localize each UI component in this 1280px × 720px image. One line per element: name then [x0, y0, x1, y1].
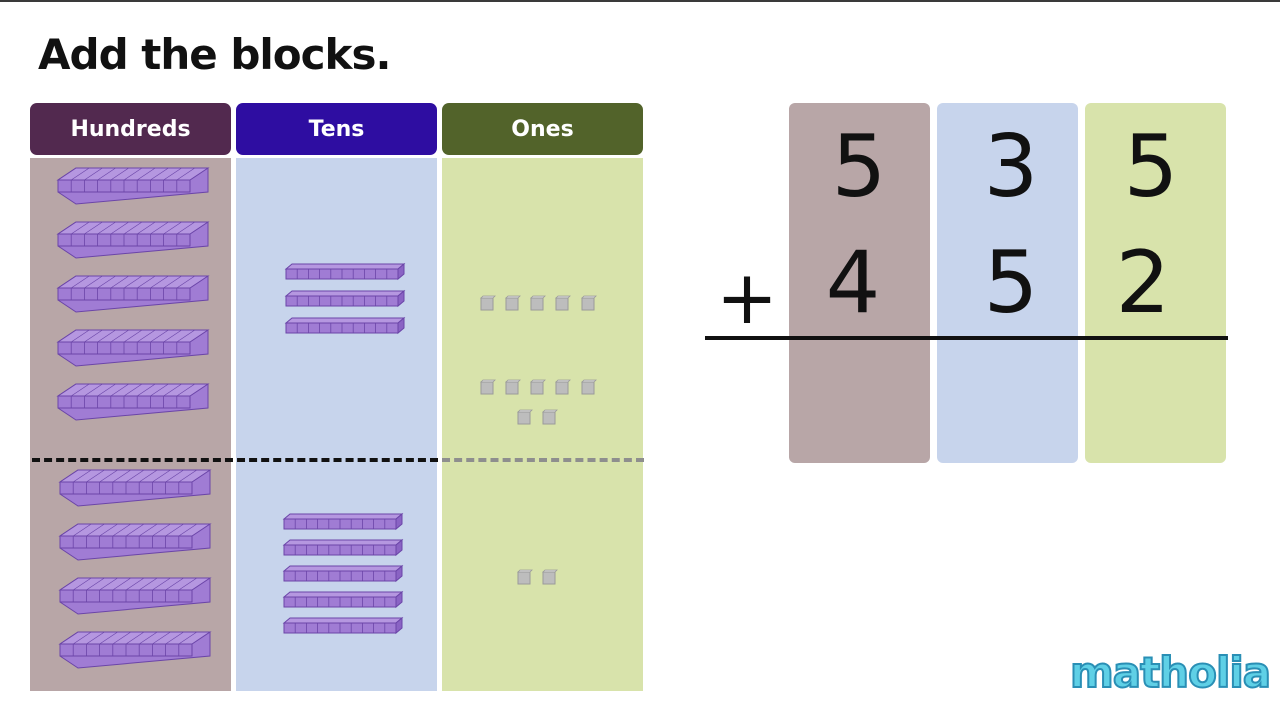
- top-tens-digit: 3: [983, 117, 1039, 217]
- ten-rod: [282, 512, 404, 531]
- ones-place-box: [1085, 103, 1226, 463]
- one-cube: [542, 409, 558, 425]
- one-cube: [581, 379, 597, 395]
- ten-rod: [284, 316, 406, 335]
- hundreds-place-box: [789, 103, 930, 463]
- tens-place-box: [937, 103, 1078, 463]
- one-cube: [505, 295, 521, 311]
- top-hundreds-digit: 5: [831, 117, 887, 217]
- addend-divider-ones: [442, 458, 644, 462]
- hundred-flat: [56, 167, 210, 205]
- ten-rod: [282, 538, 404, 557]
- hundred-flat: [56, 383, 210, 421]
- hundred-flat: [58, 577, 212, 615]
- hundred-flat: [56, 329, 210, 367]
- one-cube: [505, 379, 521, 395]
- one-cube: [555, 295, 571, 311]
- tens-header: Tens: [236, 103, 437, 155]
- hundred-flat: [56, 221, 210, 259]
- page-title: Add the blocks.: [38, 30, 391, 79]
- bottom-hundreds-digit: 4: [825, 233, 881, 333]
- bottom-ones-digit: 2: [1115, 233, 1171, 333]
- top-border: [0, 0, 1280, 2]
- plus-sign: +: [716, 255, 779, 341]
- one-cube: [517, 409, 533, 425]
- ten-rod: [284, 262, 406, 281]
- one-cube: [480, 379, 496, 395]
- hundred-flat: [58, 523, 212, 561]
- one-cube: [480, 295, 496, 311]
- ten-rod: [284, 289, 406, 308]
- ten-rod: [282, 590, 404, 609]
- ten-rod: [282, 564, 404, 583]
- one-cube: [517, 569, 533, 585]
- answer-line: [705, 336, 1228, 340]
- one-cube: [530, 379, 546, 395]
- addend-divider: [32, 458, 438, 462]
- hundreds-header: Hundreds: [30, 103, 231, 155]
- hundred-flat: [58, 631, 212, 669]
- matholia-logo: matholia: [1069, 647, 1272, 698]
- one-cube: [530, 295, 546, 311]
- one-cube: [581, 295, 597, 311]
- top-ones-digit: 5: [1123, 117, 1179, 217]
- ten-rod: [282, 616, 404, 635]
- hundred-flat: [58, 469, 212, 507]
- one-cube: [555, 379, 571, 395]
- ones-header: Ones: [442, 103, 643, 155]
- one-cube: [542, 569, 558, 585]
- hundred-flat: [56, 275, 210, 313]
- bottom-tens-digit: 5: [983, 233, 1039, 333]
